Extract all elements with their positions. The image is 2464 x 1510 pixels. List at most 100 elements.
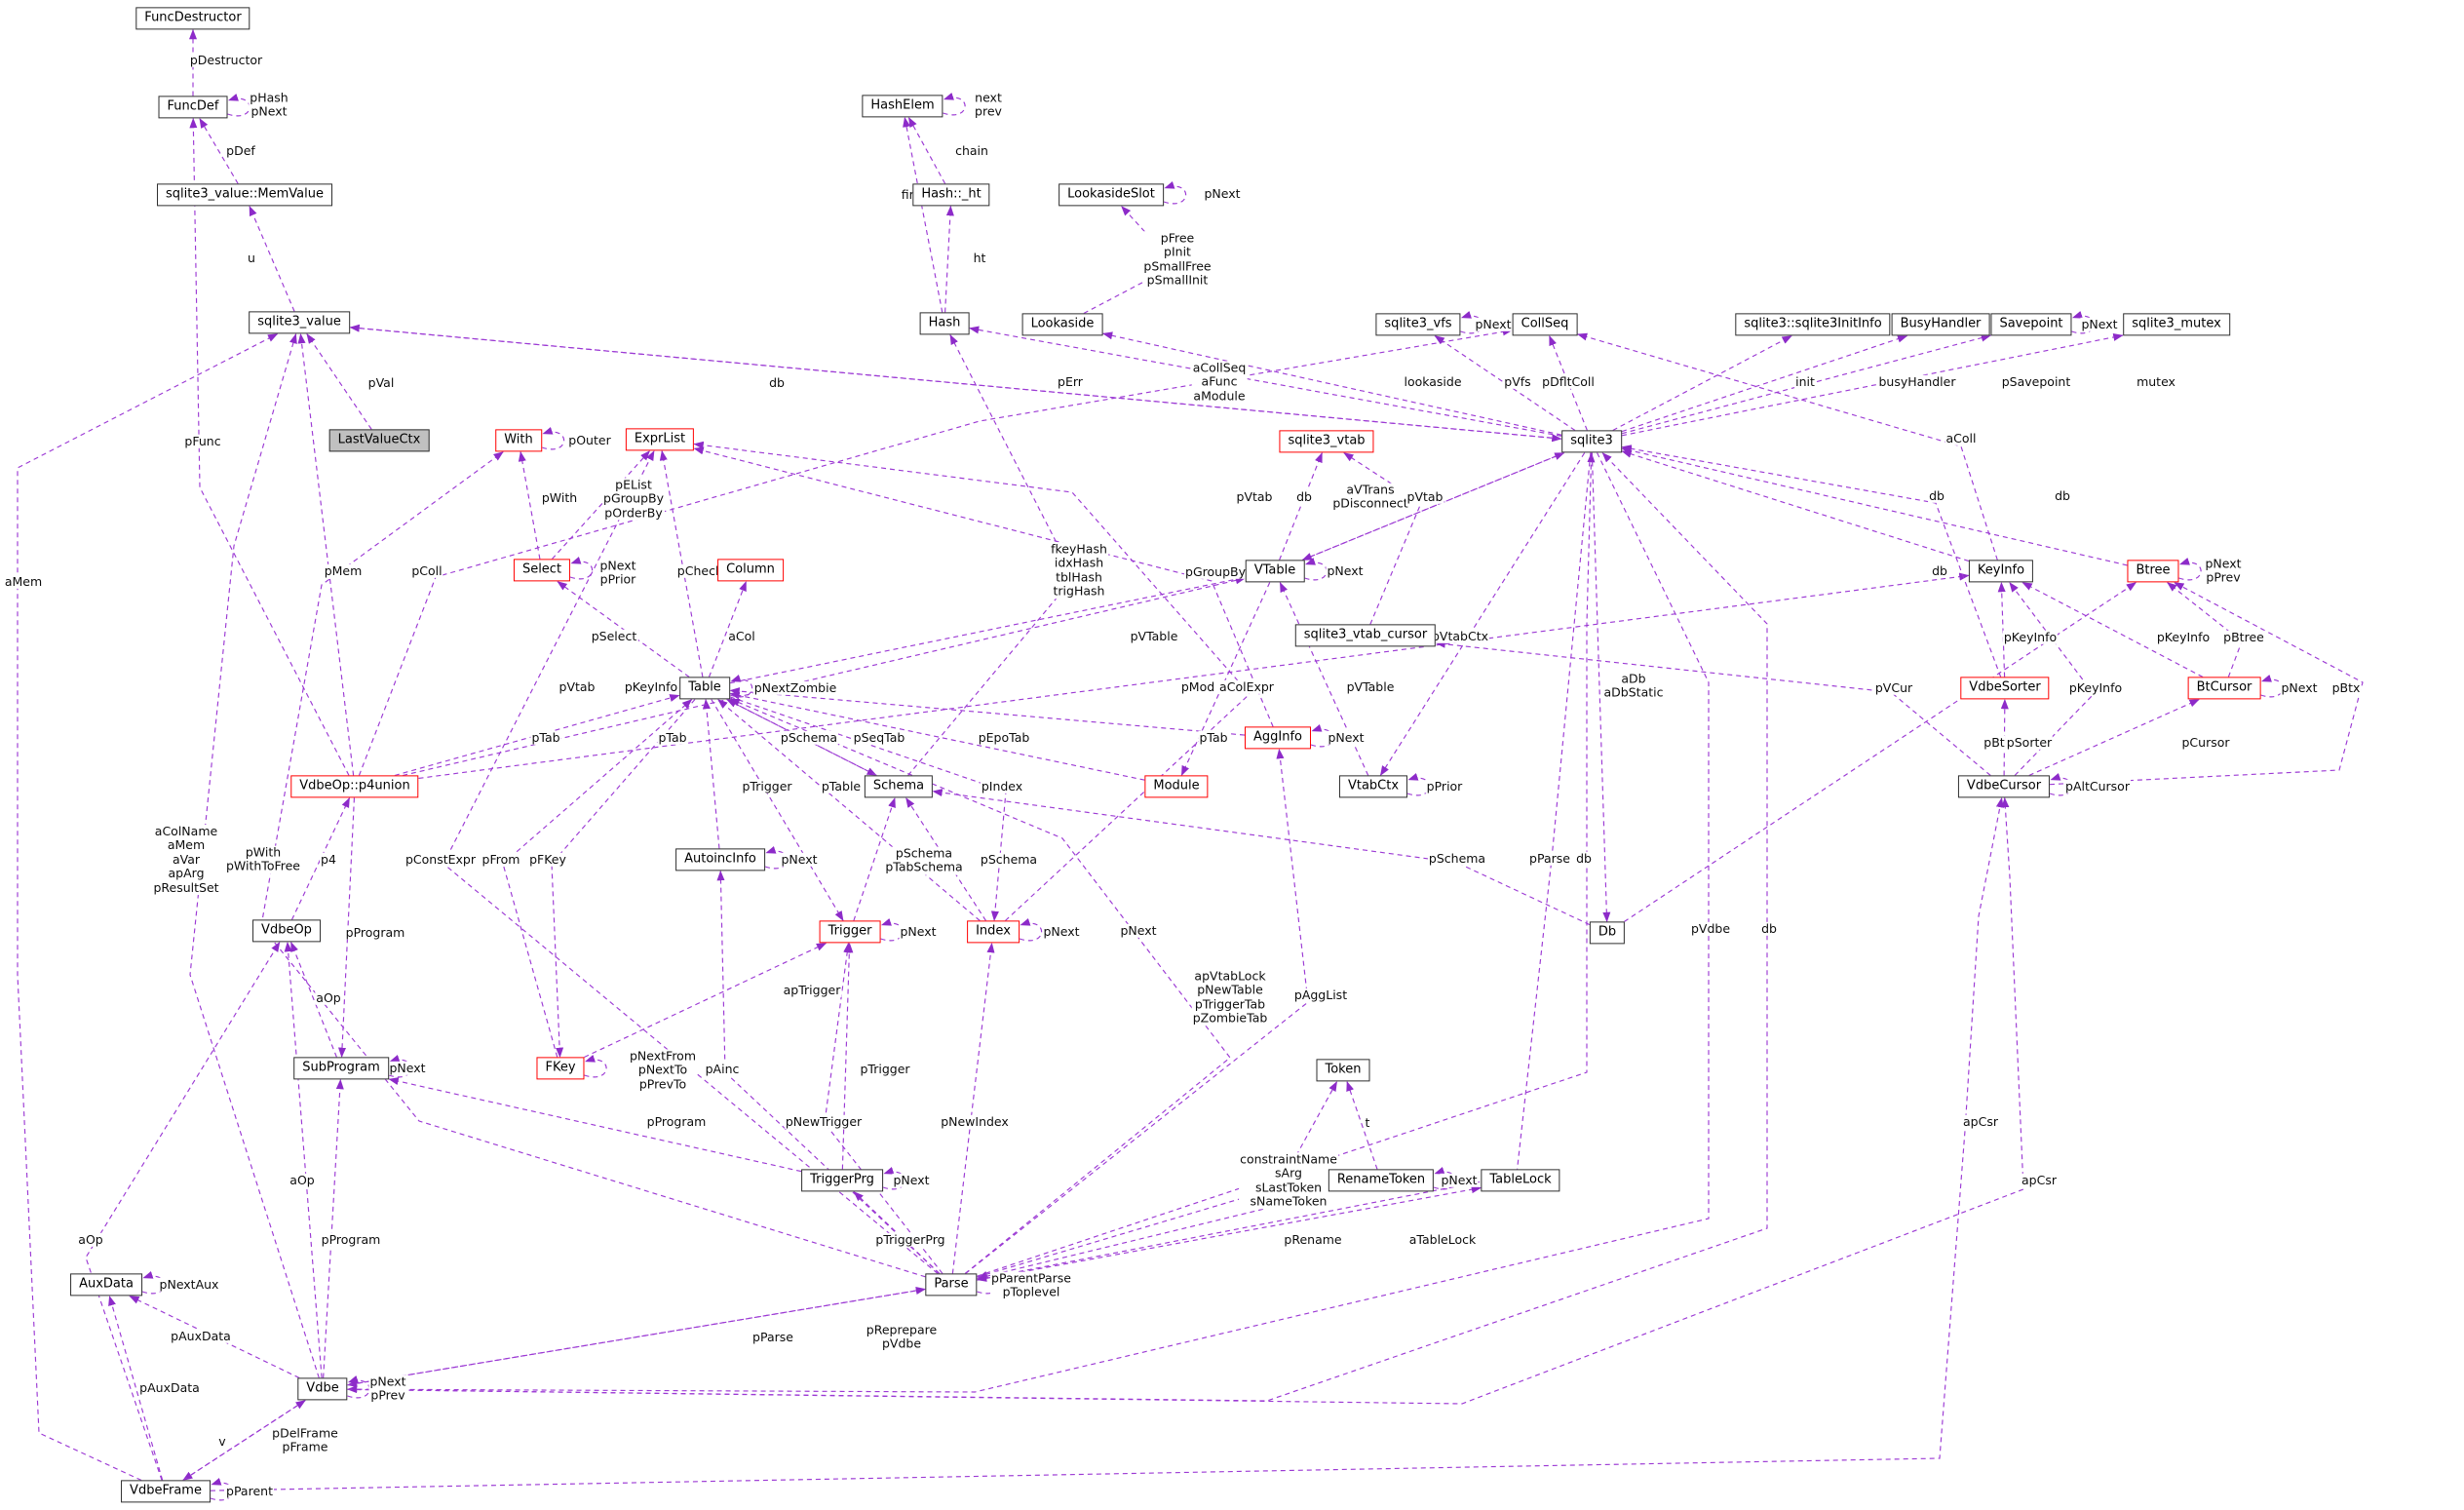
edge-label: pProgram (344, 924, 406, 941)
edge (1612, 334, 1792, 432)
edge-label: pSorter (2005, 734, 2054, 751)
node-tablelock[interactable]: TableLock (1481, 1169, 1560, 1192)
node-hash[interactable]: Hash (919, 312, 970, 335)
node-vtabctx[interactable]: VtabCtx (1338, 775, 1408, 798)
node-index[interactable]: Index (967, 920, 1020, 944)
edge (729, 698, 1231, 1274)
node-hashelem[interactable]: HashElem (862, 95, 943, 118)
node-db[interactable]: Db (1589, 921, 1626, 945)
node-vtable[interactable]: VTable (1245, 560, 1305, 583)
edge-label: pVdbe (1689, 920, 1732, 937)
edge-label: pVtabCtx (1430, 628, 1490, 644)
edge-label: pIndex (980, 778, 1024, 794)
node-collseq[interactable]: CollSeq (1512, 313, 1578, 336)
node-savepoint[interactable]: Savepoint (1990, 313, 2072, 336)
node-keyinfo[interactable]: KeyInfo (1968, 560, 2034, 583)
node-lookaside[interactable]: Lookaside (1021, 313, 1103, 336)
edge-label: chain (954, 142, 989, 159)
edge-label: pFrom (481, 851, 521, 868)
node-fkey[interactable]: FKey (536, 1057, 585, 1080)
edge-label: pAltCursor (2064, 778, 2131, 794)
node-lastvaluectx[interactable]: LastValueCtx (328, 429, 430, 452)
edge-label: pAggList (1292, 987, 1349, 1003)
edge-label: pTrigger (859, 1061, 911, 1077)
edge-label: aColExpr (1218, 678, 1275, 695)
edge-label: pBtx (2330, 679, 2362, 696)
edge-label: pNext pPrev (368, 1374, 407, 1404)
edge-label: pNext (1203, 185, 1242, 202)
edge-label: db (1760, 920, 1778, 937)
node-hash_ht[interactable]: Hash::_ht (912, 183, 990, 207)
node-triggerprg[interactable]: TriggerPrg (801, 1169, 883, 1192)
node-vdbeframe[interactable]: VdbeFrame (121, 1480, 211, 1503)
node-busyhandler[interactable]: BusyHandler (1891, 313, 1990, 336)
edge-label: db (1928, 487, 1945, 504)
edge-label: fkeyHash idxHash tblHash trigHash (1050, 541, 1108, 599)
edge-label: pTab (657, 729, 688, 746)
node-p4union[interactable]: VdbeOp::p4union (290, 775, 419, 798)
node-lookasideslot[interactable]: LookasideSlot (1059, 183, 1164, 207)
node-vdbe[interactable]: Vdbe (297, 1377, 348, 1401)
node-select[interactable]: Select (513, 559, 571, 582)
node-initinfo[interactable]: sqlite3::sqlite3InitInfo (1735, 313, 1891, 336)
edge-label: pKeyInfo (2002, 629, 2059, 645)
node-sqlite3_vtab[interactable]: sqlite3_vtab (1279, 430, 1374, 453)
edge (693, 446, 1274, 727)
edge (1163, 181, 1187, 205)
node-memvalue[interactable]: sqlite3_value::MemValue (157, 183, 332, 207)
edge (729, 675, 753, 698)
edge (323, 1078, 344, 1378)
edge-label: pTrigger (741, 778, 793, 794)
edge-label: aDb aDbStatic (1602, 671, 1665, 701)
node-btcursor[interactable]: BtCursor (2187, 677, 2261, 700)
edge-label: pVfs (1503, 373, 1532, 390)
edge-label: pVTable (1129, 628, 1179, 644)
edge-label: pKeyInfo (2067, 679, 2124, 696)
edge (210, 796, 2004, 1491)
edge (584, 1055, 607, 1078)
edge-label: pParentParse pToplevel (990, 1270, 1072, 1300)
node-sqlite3_mutex[interactable]: sqlite3_mutex (2123, 313, 2230, 336)
node-auxdata[interactable]: AuxData (70, 1273, 142, 1297)
node-module[interactable]: Module (1144, 775, 1209, 798)
edge-label: pSeqTab (852, 729, 906, 746)
node-exprlist[interactable]: ExprList (625, 428, 695, 451)
edge-label: db (1575, 850, 1593, 867)
edge-label: db (1295, 488, 1313, 505)
edge-label: pNewIndex (940, 1113, 1010, 1130)
node-sqlite3_vfs[interactable]: sqlite3_vfs (1375, 313, 1461, 336)
node-vdbesorter[interactable]: VdbeSorter (1960, 677, 2050, 700)
edge-label: pEList pGroupBy pOrderBy (602, 477, 665, 521)
edge (418, 572, 1970, 780)
node-column[interactable]: Column (717, 559, 784, 582)
node-table[interactable]: Table (679, 677, 730, 700)
node-vdbecursor[interactable]: VdbeCursor (1957, 775, 2051, 798)
node-btree[interactable]: Btree (2127, 560, 2179, 583)
edge (346, 452, 1710, 1394)
edge (290, 941, 337, 1058)
node-with[interactable]: With (495, 429, 542, 452)
edge-label: db (768, 374, 786, 391)
node-funcdef[interactable]: FuncDef (158, 96, 228, 119)
node-renametoken[interactable]: RenameToken (1328, 1169, 1435, 1192)
edge-label: aMem (3, 573, 44, 590)
node-sqlite3_value[interactable]: sqlite3_value (249, 311, 350, 334)
node-parse[interactable]: Parse (925, 1273, 978, 1297)
edge (693, 441, 1251, 921)
node-token[interactable]: Token (1316, 1059, 1370, 1082)
node-funcdestructor[interactable]: FuncDestructor (135, 7, 250, 30)
node-subprogram[interactable]: SubProgram (293, 1057, 389, 1080)
edge-label: pGroupBy (1184, 563, 1247, 580)
edge-label: pVCur (1873, 679, 1914, 696)
node-schema[interactable]: Schema (864, 775, 934, 798)
node-autoincinfo[interactable]: AutoincInfo (675, 848, 765, 871)
node-vdbeop[interactable]: VdbeOp (252, 919, 321, 943)
edge (726, 698, 877, 777)
node-trigger[interactable]: Trigger (819, 920, 881, 944)
edge-label: pTab (1198, 729, 1229, 746)
edge-label: constraintName sArg sLastToken sNameToke… (1239, 1151, 1338, 1209)
node-vtab_cursor[interactable]: sqlite3_vtab_cursor (1294, 624, 1437, 647)
node-sqlite3[interactable]: sqlite3 (1561, 430, 1622, 453)
node-agginfo[interactable]: AggInfo (1244, 726, 1312, 750)
